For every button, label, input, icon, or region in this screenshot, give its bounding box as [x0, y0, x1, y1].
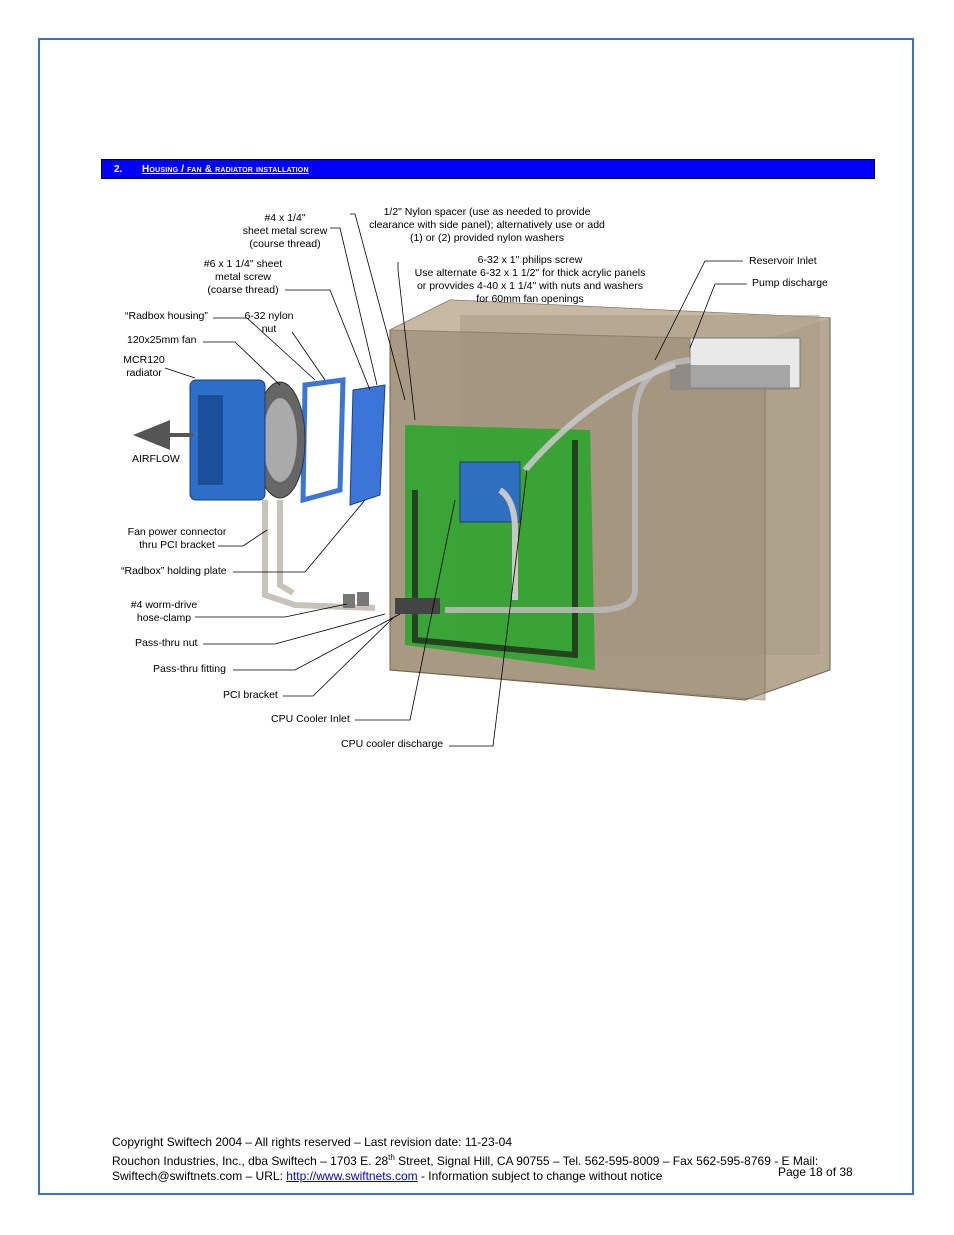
label-screw4-line3: (course thread) [249, 238, 321, 250]
label-fan: 120x25mm fan [127, 334, 197, 346]
leader-screw6 [285, 289, 371, 391]
label-nylon-nut: 6-32 nylon nut [237, 310, 301, 336]
leader-nylon-nut [291, 331, 326, 381]
label-hose-clamp-line2: hose-clamp [136, 612, 192, 624]
footer-url-link[interactable]: http://www.swiftnets.com [286, 1169, 418, 1183]
label-philips-line2: Use alternate 6-32 x 1 1/2" for thick ac… [414, 267, 646, 279]
label-nylon-nut-line2: nut [261, 323, 277, 335]
label-pci-bracket: PCI bracket [223, 689, 278, 701]
label-passthru-nut: Pass-thru nut [135, 637, 198, 649]
leader-radbox-housing [213, 317, 316, 381]
fan-blades [263, 398, 297, 482]
tube-radiator-lower-2 [277, 500, 295, 596]
leader-fan [203, 341, 281, 386]
footer-address-a: Rouchon Industries, Inc., dba Swiftech –… [112, 1154, 389, 1168]
footer-copyright: Copyright Swiftech 2004 – All rights res… [112, 1135, 512, 1149]
label-nylon-spacer: 1/2" Nylon spacer (use as needed to prov… [347, 206, 627, 245]
hose-clamp-1 [343, 594, 355, 608]
label-screw6-line2: metal screw [214, 271, 271, 283]
footer-notice: - Information subject to change without … [417, 1169, 663, 1183]
tube-to-cpu [522, 362, 676, 472]
leader-passthru-fitting [233, 613, 401, 671]
label-philips-line4: for 60mm fan openings [476, 293, 584, 305]
label-passthru-fitting: Pass-thru fitting [153, 663, 226, 675]
section-header: 2. Housing / fan & radiator installation [101, 159, 875, 179]
hose-clamp-2 [357, 592, 369, 606]
label-philips: 6-32 x 1" philips screw Use alternate 6-… [405, 254, 655, 306]
footer: Copyright Swiftech 2004 – All rights res… [112, 1135, 818, 1184]
label-screw6: #6 x 1 1/4" sheet metal screw (coarse th… [193, 258, 293, 297]
label-fan-power-line2: thru PCI bracket [139, 539, 215, 551]
label-cpu-inlet: CPU Cooler Inlet [271, 713, 350, 725]
radiator-core [198, 395, 223, 485]
label-radiator-line1: MCR120 [123, 354, 165, 366]
label-radiator-line2: radiator [126, 367, 162, 379]
label-hose-clamp-line1: #4 worm-drive [130, 599, 198, 611]
footer-address: Rouchon Industries, Inc., dba Swiftech –… [112, 1150, 818, 1169]
footer-contact: Swiftech@swiftnets.com – URL: http://www… [112, 1169, 818, 1184]
tube-cpu-down [498, 487, 518, 600]
leader-fan-power [218, 529, 268, 547]
airflow-cone [133, 420, 170, 450]
leader-philips [397, 262, 416, 421]
leader-nylon-spacer [350, 213, 406, 401]
leader-pci-bracket [283, 617, 394, 697]
label-holding-plate: “Radbox” holding plate [121, 565, 227, 577]
radbox-housing [300, 377, 346, 504]
footer-address-sup: th [388, 1153, 395, 1162]
footer-email: Swiftech@swiftnets.com – URL: [112, 1169, 287, 1183]
label-reservoir-inlet: Reservoir Inlet [749, 255, 817, 267]
label-screw4-line1: #4 x 1/4" [264, 212, 306, 224]
label-screw6-line1: #6 x 1 1/4" sheet [203, 258, 283, 270]
radbox-holding-plate [349, 384, 386, 506]
leader-cpu-inlet [355, 499, 456, 721]
pass-thru-fitting [395, 598, 440, 614]
pump-base [670, 365, 790, 390]
section-title: Housing / fan & radiator installation [142, 164, 309, 175]
leader-cpu-discharge [449, 469, 528, 747]
page-number: Page 18 of 38 [778, 1165, 853, 1179]
label-screw6-line3: (coarse thread) [207, 284, 279, 296]
diagram-illustration [133, 213, 831, 747]
label-hose-clamp: #4 worm-drive hose-clamp [119, 599, 209, 625]
label-nylon-spacer-line3: (1) or (2) provided nylon washers [409, 232, 565, 244]
leader-holding-plate [233, 499, 366, 573]
label-fan-power: Fan power connector thru PCI bracket [117, 526, 237, 552]
page-border [38, 38, 914, 1195]
leader-reservoir [654, 260, 743, 361]
leader-radiator [164, 367, 196, 379]
motherboard-trace [412, 440, 578, 659]
label-radiator: MCR120 radiator [115, 354, 173, 380]
label-screw4: #4 x 1/4" sheet metal screw (course thre… [235, 212, 335, 251]
label-fan-power-line1: Fan power connector [127, 526, 227, 538]
label-nylon-spacer-line2: clearance with side panel); alternativel… [369, 219, 605, 231]
label-philips-line3: or provvides 4-40 x 1 1/4" with nuts and… [416, 280, 644, 292]
leader-hose-clamp [195, 603, 348, 618]
label-screw4-line2: sheet metal screw [242, 225, 328, 237]
leader-passthru-nut [203, 613, 386, 645]
label-philips-line1: 6-32 x 1" philips screw [477, 254, 583, 266]
leader-screw4 [330, 227, 378, 386]
section-number: 2. [114, 164, 123, 175]
label-cpu-discharge: CPU cooler discharge [341, 738, 444, 750]
label-pump-discharge: Pump discharge [752, 277, 828, 289]
cpu-block [459, 461, 521, 523]
label-nylon-nut-line1: 6-32 nylon [244, 310, 294, 322]
footer-address-b: Street, Signal Hill, CA 90755 – Tel. 562… [394, 1154, 819, 1168]
label-airflow: AIRFLOW [132, 453, 180, 465]
label-nylon-spacer-line1: 1/2" Nylon spacer (use as needed to prov… [383, 206, 591, 218]
installation-diagram: #4 x 1/4" sheet metal screw (course thre… [115, 200, 845, 755]
leader-pump [689, 283, 747, 349]
label-radbox-housing: “Radbox housing” [125, 310, 208, 322]
